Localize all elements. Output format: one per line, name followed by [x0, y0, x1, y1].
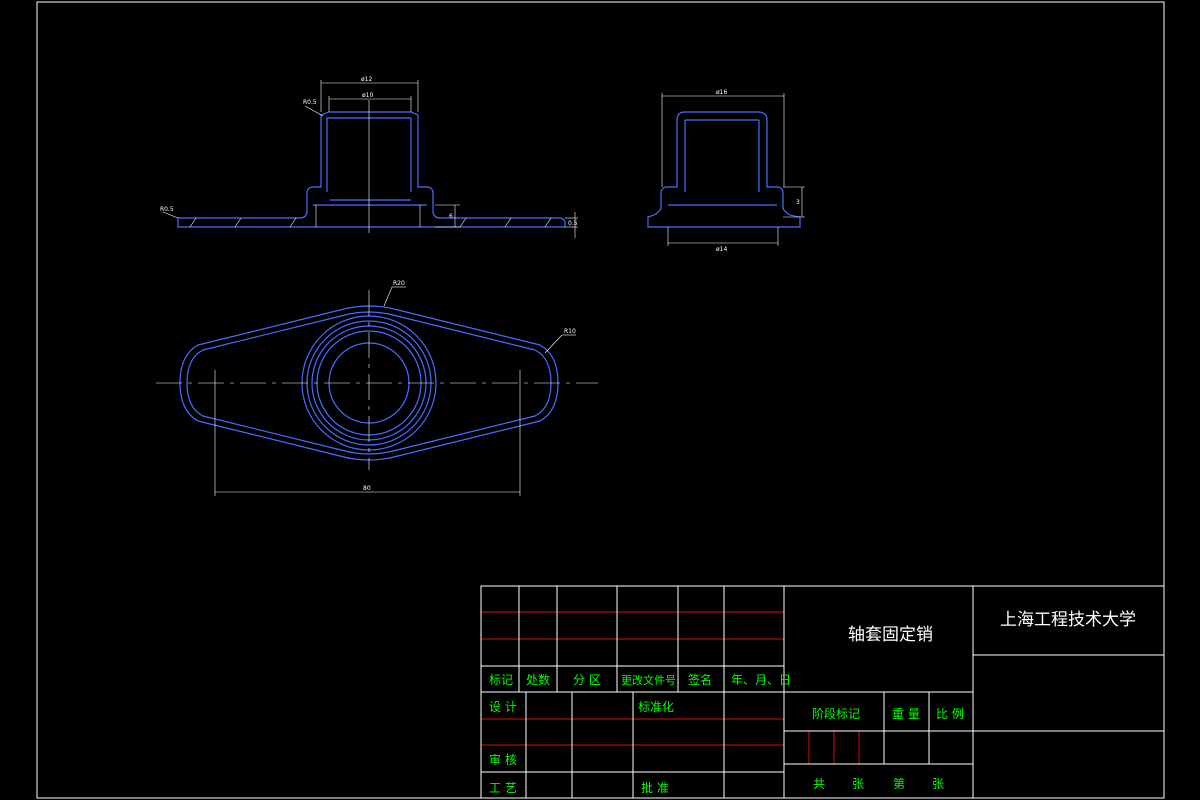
header-date: 年、月、日 [731, 673, 791, 687]
dim-height: 3 [796, 199, 800, 206]
top-view-details [156, 286, 598, 496]
review-label: 审 核 [489, 752, 517, 767]
top-view-dim-text: R20 R10 80 [363, 280, 576, 492]
school-name: 上海工程技术大学 [1000, 610, 1136, 630]
dim-corner-r: R0.5 [303, 99, 317, 106]
header-zone: 分 区 [573, 673, 601, 687]
standardize-label: 标准化 [638, 700, 674, 714]
approve-label: 批 准 [641, 780, 669, 795]
dim-span: 80 [363, 485, 371, 492]
weight-label: 重 量 [892, 707, 920, 721]
side-view-dim-text: ø16 ø14 3 [716, 89, 800, 253]
front-view-dim-text: ø12 ø10 R0.5 R0.5 6 0.5 [160, 76, 578, 227]
dim-plate-t: 0.5 [568, 220, 578, 227]
stage-mark-label: 阶段标记 [812, 706, 860, 721]
side-view [647, 111, 801, 228]
header-count: 处数 [526, 672, 550, 687]
sheets-label-2: 张 [932, 777, 944, 791]
dim-end-r: R10 [564, 328, 576, 335]
dim-center-r: R20 [393, 280, 405, 287]
dim-top-dia: ø16 [716, 89, 727, 96]
dim-flange-r: R0.5 [160, 206, 174, 213]
dim-outer-dia: ø12 [361, 76, 372, 83]
header-mark: 标记 [489, 673, 513, 687]
scale-label: 比 例 [936, 707, 964, 721]
dim-base-dia: ø14 [716, 246, 727, 253]
title-block: 标记 处数 分 区 更改文件号 签名 年、月、日 设 计 标准化 审 核 工 艺… [480, 585, 1165, 799]
sheet-no-label: 第 [893, 777, 905, 791]
header-change-doc: 更改文件号 [621, 673, 676, 687]
dim-inner-dia: ø10 [362, 92, 373, 99]
front-view-details [162, 80, 578, 238]
front-view [177, 111, 566, 228]
header-signature: 签名 [688, 672, 712, 687]
side-view-details [661, 93, 805, 246]
process-label: 工 艺 [489, 781, 517, 795]
total-label: 共 [813, 777, 825, 791]
part-name: 轴套固定销 [848, 625, 933, 645]
dim-step-h: 6 [449, 213, 453, 220]
design-label: 设 计 [489, 700, 517, 714]
sheets-label-1: 张 [852, 777, 864, 791]
